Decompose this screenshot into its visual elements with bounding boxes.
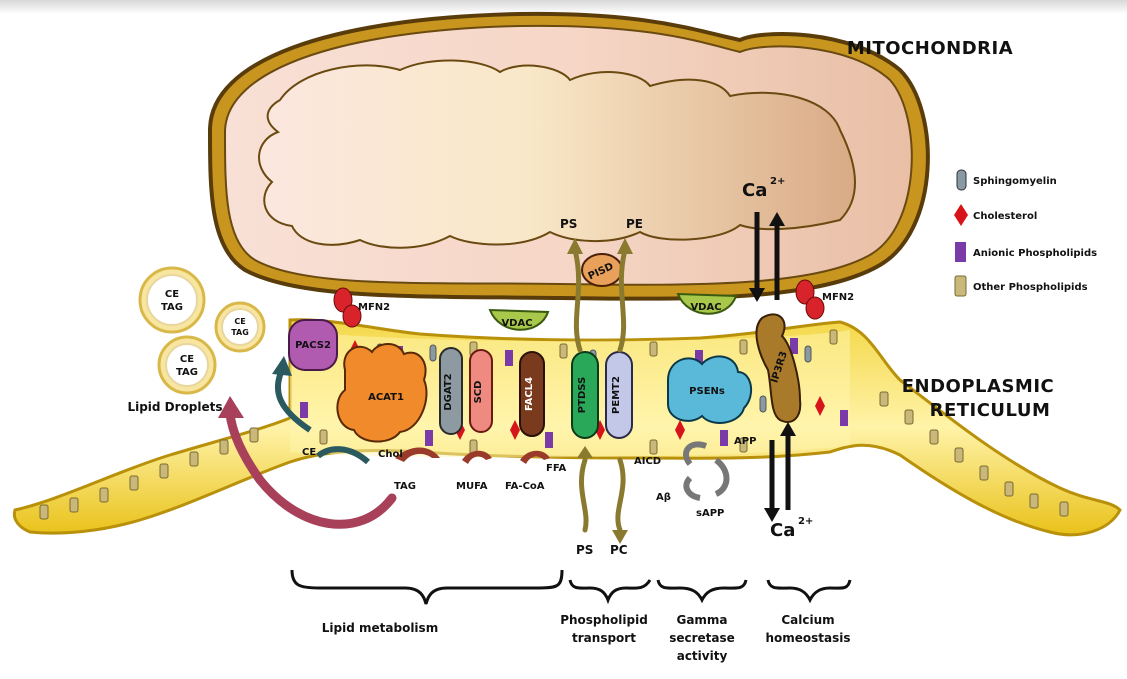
er-label-line2: RETICULUM (930, 400, 1051, 421)
anionic-phospholipid-icon (955, 242, 966, 262)
er-label-line1: ENDOPLASMIC (902, 376, 1054, 397)
scd-label: SCD (473, 381, 484, 404)
other-phospholipid-icon (955, 276, 966, 296)
tag-label: TAG (394, 481, 416, 492)
ca-bottom-label: Ca (770, 520, 795, 541)
sphingomyelin-icon (957, 170, 966, 190)
acat1-label: ACAT1 (368, 392, 404, 403)
sapp-label: sAPP (696, 508, 724, 519)
mfn2-left-label: MFN2 (358, 302, 390, 313)
ps-er-label: PS (576, 543, 593, 557)
legend-other: Other Phospholipids (973, 282, 1088, 293)
ca-bottom-sup: 2+ (798, 516, 813, 527)
dgat2-label: DGAT2 (443, 373, 454, 410)
cholesterol-icon (954, 204, 968, 226)
pemt2-label: PEMT2 (611, 376, 622, 414)
ffa-label: FFA (546, 463, 567, 474)
function-calcium-line1: Calcium (781, 613, 834, 627)
vdac-right-label: VDAC (690, 302, 721, 313)
aicd-label: AICD (634, 456, 661, 467)
mitochondria (210, 14, 928, 299)
mufa-label: MUFA (456, 481, 488, 492)
droplet1-line2: TAG (161, 302, 183, 313)
mfn2-right-label: MFN2 (822, 292, 854, 303)
function-braces (292, 570, 850, 604)
droplet3-line1: CE (180, 354, 194, 365)
function-lipid-metabolism: Lipid metabolism (322, 621, 438, 635)
app-label: APP (734, 436, 756, 447)
psens-label: PSENs (689, 386, 725, 397)
abeta-label: Aβ (656, 492, 671, 503)
droplet2-line1: CE (234, 317, 245, 326)
droplet1-line1: CE (165, 289, 179, 300)
ps-mito-label: PS (560, 217, 577, 231)
function-calcium-line2: homeostasis (765, 631, 850, 645)
pacs2-label: PACS2 (295, 340, 331, 351)
function-gamma-line2: secretase (669, 631, 735, 645)
frame-top (0, 0, 1127, 14)
ca-top-label: Ca (742, 180, 767, 201)
pc-er-label: PC (610, 543, 628, 557)
droplet2-line2: TAG (231, 328, 249, 337)
lipid-droplets-caption: Lipid Droplets (127, 400, 222, 414)
droplet3-line2: TAG (176, 367, 198, 378)
function-phospholipid-line1: Phospholipid (560, 613, 648, 627)
ce-label: CE (302, 447, 316, 458)
ca-top-sup: 2+ (770, 176, 785, 187)
facl4-label: FACL4 (524, 377, 535, 411)
chol-label: Chol (378, 449, 403, 460)
mitochondria-label: MITOCHONDRIA (847, 38, 1013, 59)
legend-anionic: Anionic Phospholipids (973, 248, 1097, 259)
legend-sphingomyelin: Sphingomyelin (973, 176, 1057, 187)
vdac-left-label: VDAC (501, 318, 532, 329)
fa-coa-label: FA-CoA (505, 481, 545, 492)
function-gamma-line1: Gamma (676, 613, 727, 627)
pe-mito-label: PE (626, 217, 643, 231)
function-phospholipid-line2: transport (572, 631, 636, 645)
ptdss-label: PTDSS (577, 377, 588, 413)
legend-cholesterol: Cholesterol (973, 211, 1037, 222)
function-gamma-line3: activity (677, 649, 728, 663)
legend: Sphingomyelin Cholesterol Anionic Phosph… (954, 170, 1097, 296)
